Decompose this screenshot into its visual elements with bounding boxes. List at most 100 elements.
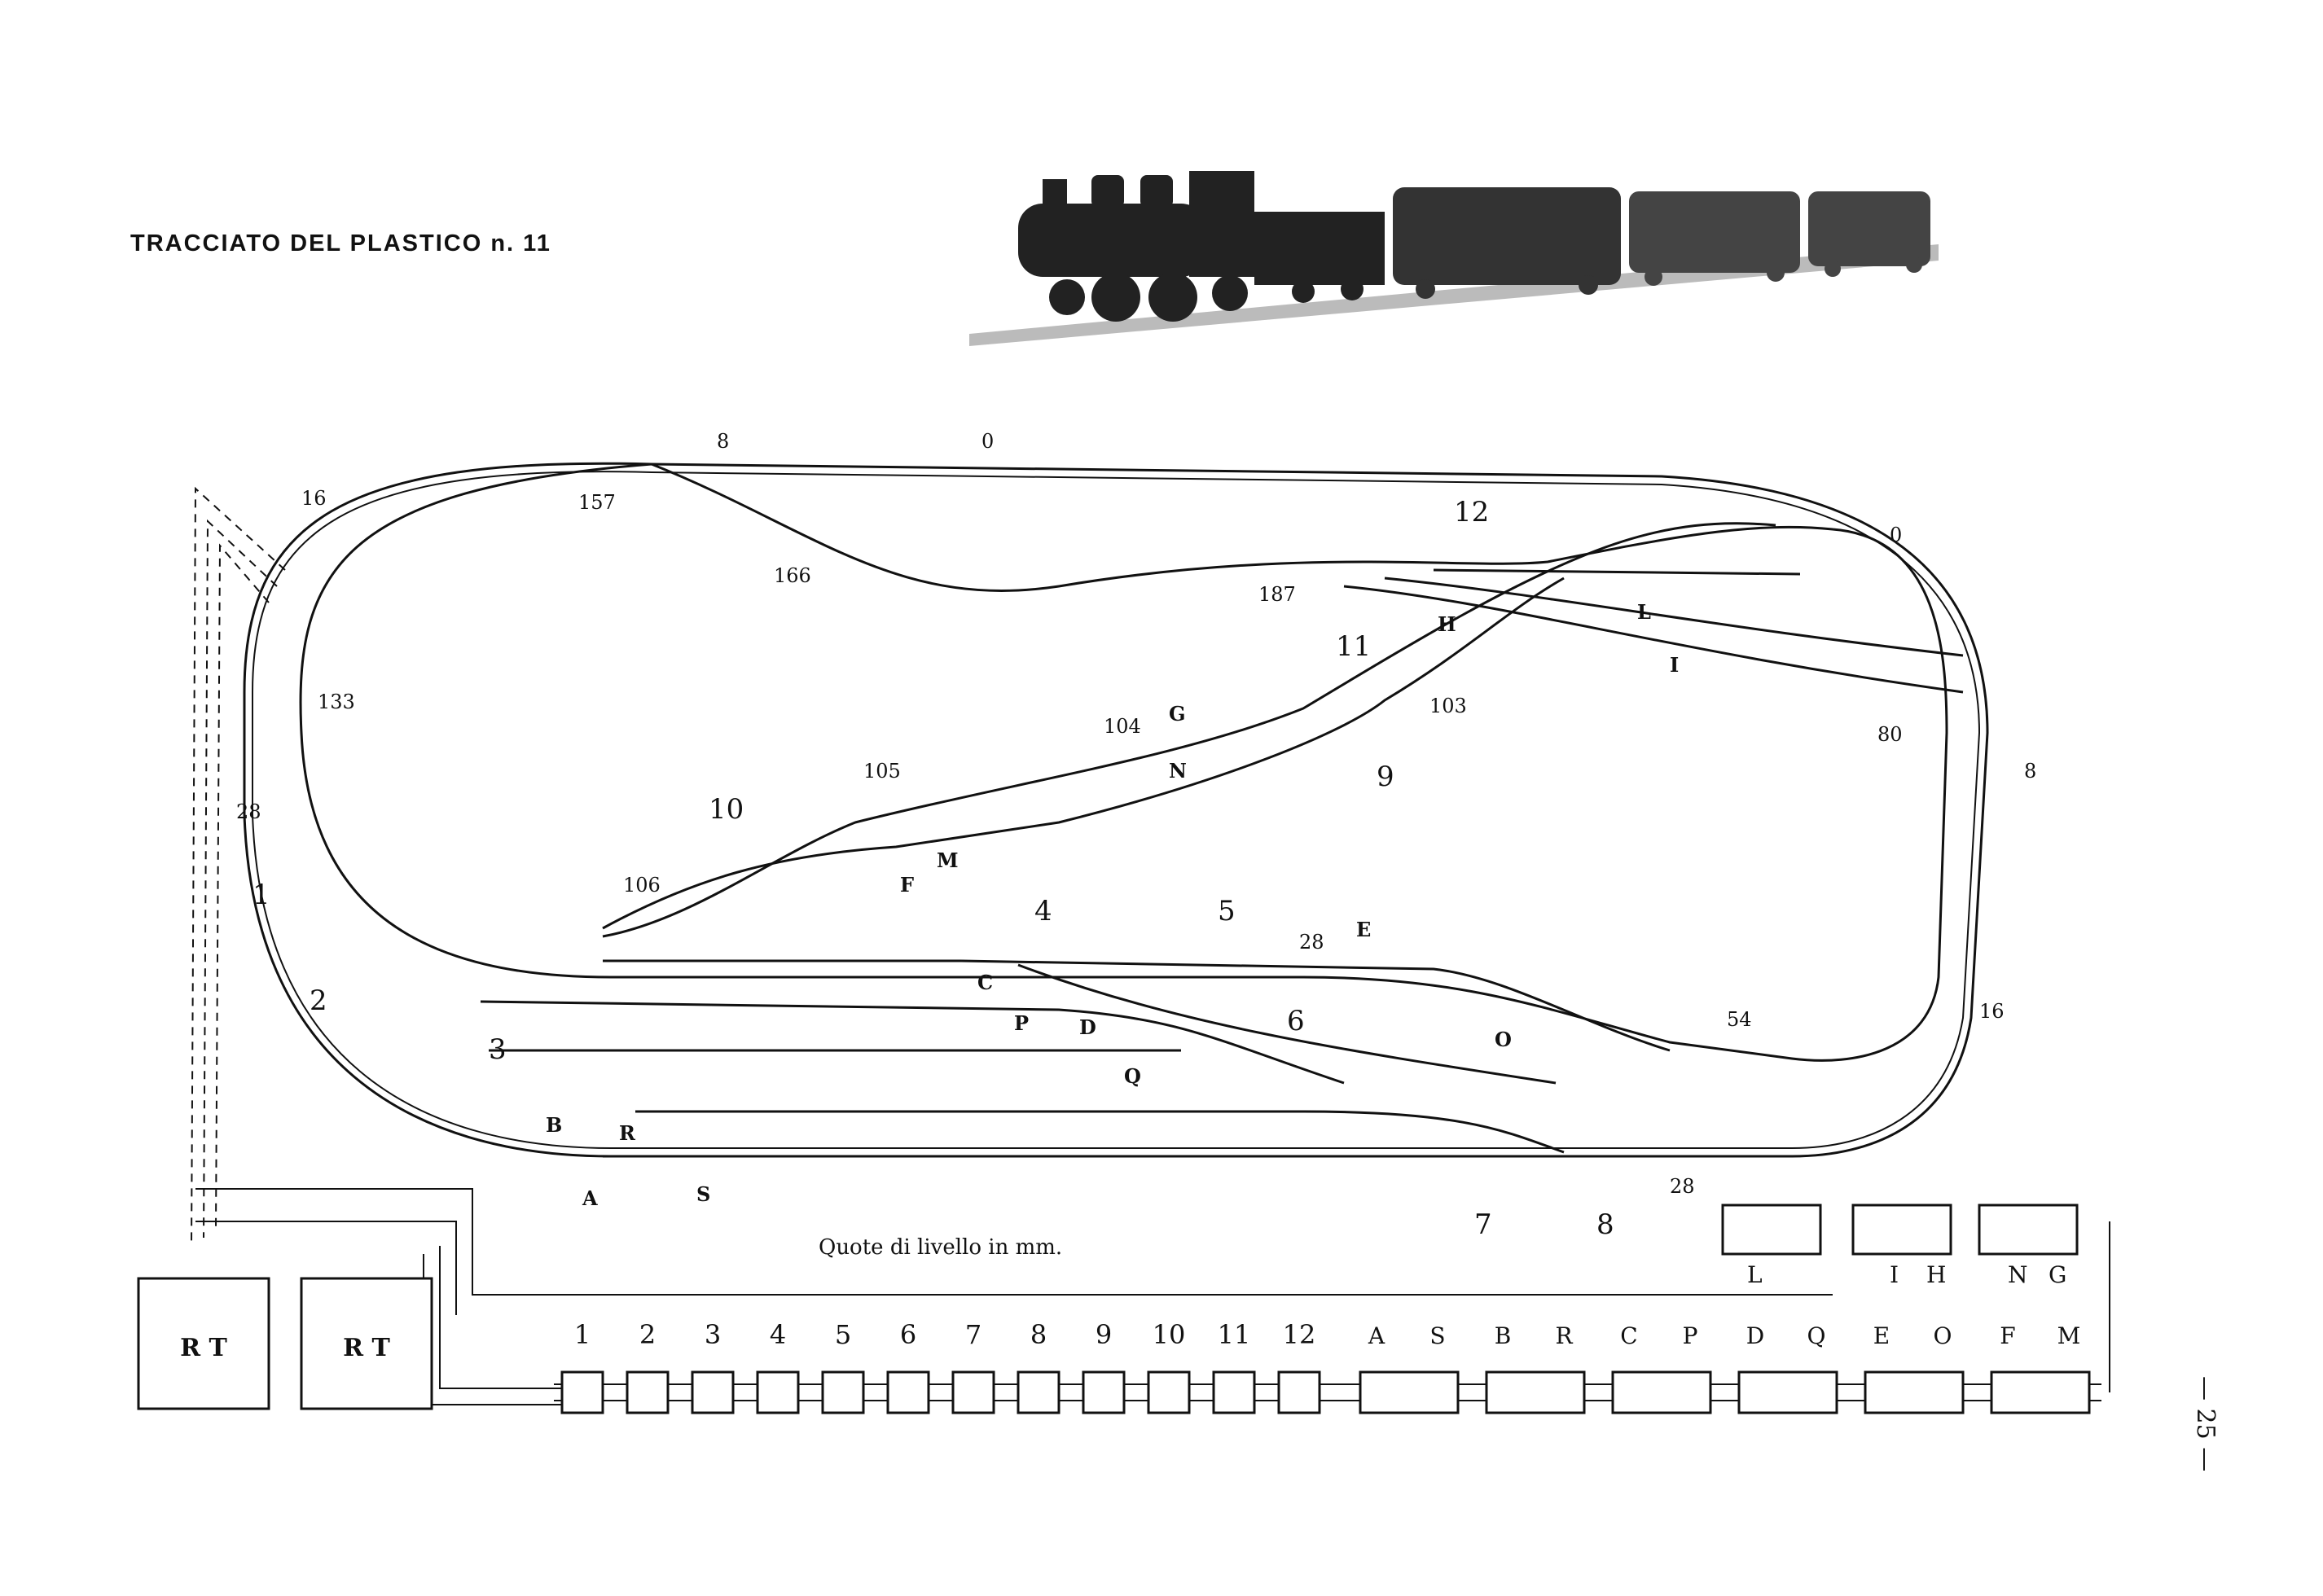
level-mark: 166 <box>774 564 811 587</box>
signal-label-M: M <box>937 848 959 872</box>
signal-label-E: E <box>1356 918 1371 941</box>
level-caption: Quote di livello in mm. <box>819 1235 1062 1260</box>
track-number-7: 7 <box>1474 1208 1492 1241</box>
upper-relay-2 <box>1851 1204 1952 1256</box>
signal-label-I: I <box>1670 653 1679 677</box>
level-mark: 28 <box>1299 931 1324 954</box>
level-mark: 8 <box>717 430 729 453</box>
central-inner-track-2 <box>602 577 1565 930</box>
coach-3 <box>1808 191 1930 277</box>
panel-label-3: 3 <box>705 1319 721 1350</box>
signal-label-L: L <box>1637 600 1651 624</box>
panel-label-6: 6 <box>900 1319 916 1350</box>
panel-relay-A <box>1359 1370 1460 1414</box>
level-mark: 16 <box>1979 1000 2005 1023</box>
level-mark: 0 <box>1890 524 1902 546</box>
panel-switch-10 <box>1147 1370 1191 1414</box>
panel-label-P: P <box>1683 1322 1698 1349</box>
panel-label-O: O <box>1934 1322 1952 1349</box>
panel-label-12: 12 <box>1283 1319 1316 1350</box>
level-mark: 106 <box>623 874 661 897</box>
level-mark: 54 <box>1727 1008 1752 1031</box>
yard-track-3a <box>480 1000 1345 1085</box>
signal-label-R: R <box>619 1121 636 1145</box>
upper-relay-1 <box>1721 1204 1822 1256</box>
panel-label-2: 2 <box>639 1319 656 1350</box>
wiring-2 <box>195 1221 457 1315</box>
panel-label-C: C <box>1620 1322 1637 1349</box>
track-number-3: 3 <box>489 1033 507 1066</box>
track-number-4: 4 <box>1034 895 1052 927</box>
panel-label-B: B <box>1495 1322 1512 1349</box>
level-mark: 28 <box>1670 1175 1695 1198</box>
panel-switch-1 <box>560 1370 604 1414</box>
wiring-3 <box>439 1246 570 1389</box>
level-mark: 157 <box>578 491 616 514</box>
upper-siding-1 <box>1433 568 1801 576</box>
panel-switch-5 <box>821 1370 865 1414</box>
upper-panel-label-G: G <box>2049 1261 2066 1288</box>
level-mark: 103 <box>1429 695 1467 717</box>
track-number-2: 2 <box>310 984 327 1017</box>
panel-label-10: 10 <box>1153 1319 1186 1350</box>
level-mark: 16 <box>301 487 327 510</box>
panel-switch-12 <box>1277 1370 1321 1414</box>
level-mark: 133 <box>318 691 355 713</box>
inner-loop-track <box>299 463 1948 1062</box>
signal-label-S: S <box>696 1182 710 1206</box>
yard-track-6 <box>1017 963 1557 1085</box>
panel-label-1: 1 <box>574 1319 591 1350</box>
panel-relay-B <box>1485 1370 1586 1414</box>
panel-label-Q: Q <box>1807 1322 1826 1349</box>
panel-label-9: 9 <box>1096 1319 1112 1350</box>
upper-relay-3 <box>1978 1204 2079 1256</box>
train-photo <box>969 147 1939 346</box>
track-number-9: 9 <box>1377 761 1394 793</box>
wiring-dashed-2 <box>203 519 278 1239</box>
wiring-dashed-3 <box>215 543 270 1230</box>
panel-label-R: R <box>1555 1322 1573 1349</box>
signal-label-N: N <box>1169 759 1187 783</box>
panel-relay-F <box>1990 1370 2091 1414</box>
panel-label-S: S <box>1429 1322 1445 1349</box>
page-title: TRACCIATO DEL PLASTICO n. 11 <box>130 230 551 256</box>
panel-label-8: 8 <box>1030 1319 1047 1350</box>
locomotive <box>1018 171 1385 322</box>
signal-label-B: B <box>546 1113 562 1137</box>
track-number-1: 1 <box>253 879 270 911</box>
panel-switch-4 <box>756 1370 800 1414</box>
panel-switch-8 <box>1017 1370 1060 1414</box>
panel-relay-C <box>1611 1370 1712 1414</box>
panel-label-E: E <box>1873 1322 1890 1349</box>
track-number-6: 6 <box>1287 1005 1305 1037</box>
panel-label-5: 5 <box>835 1319 851 1350</box>
coach-2 <box>1629 191 1800 286</box>
upper-panel-label-I: I <box>1890 1261 1899 1288</box>
panel-relay-D <box>1737 1370 1838 1414</box>
central-inner-track <box>602 522 1776 938</box>
track-number-5: 5 <box>1218 895 1236 927</box>
panel-switch-3 <box>691 1370 735 1414</box>
level-mark: 8 <box>2024 760 2036 783</box>
transformer-1-label: R T <box>180 1334 227 1362</box>
track-number-10: 10 <box>709 793 744 826</box>
upper-siding-3 <box>1343 585 1964 694</box>
signal-label-O: O <box>1495 1028 1512 1051</box>
level-mark: 28 <box>236 800 261 823</box>
upper-panel-label-H: H <box>1926 1261 1946 1288</box>
wiring-dashed-1 <box>191 486 286 1247</box>
transformer-1: R T <box>137 1277 270 1410</box>
panel-label-F: F <box>2000 1322 2015 1349</box>
signal-label-C: C <box>977 971 993 994</box>
page-number: — 25 — <box>2191 1376 2220 1472</box>
signal-label-F: F <box>900 873 914 897</box>
panel-switch-11 <box>1212 1370 1256 1414</box>
upper-panel-label-L: L <box>1747 1261 1763 1288</box>
signal-label-P: P <box>1014 1011 1029 1035</box>
